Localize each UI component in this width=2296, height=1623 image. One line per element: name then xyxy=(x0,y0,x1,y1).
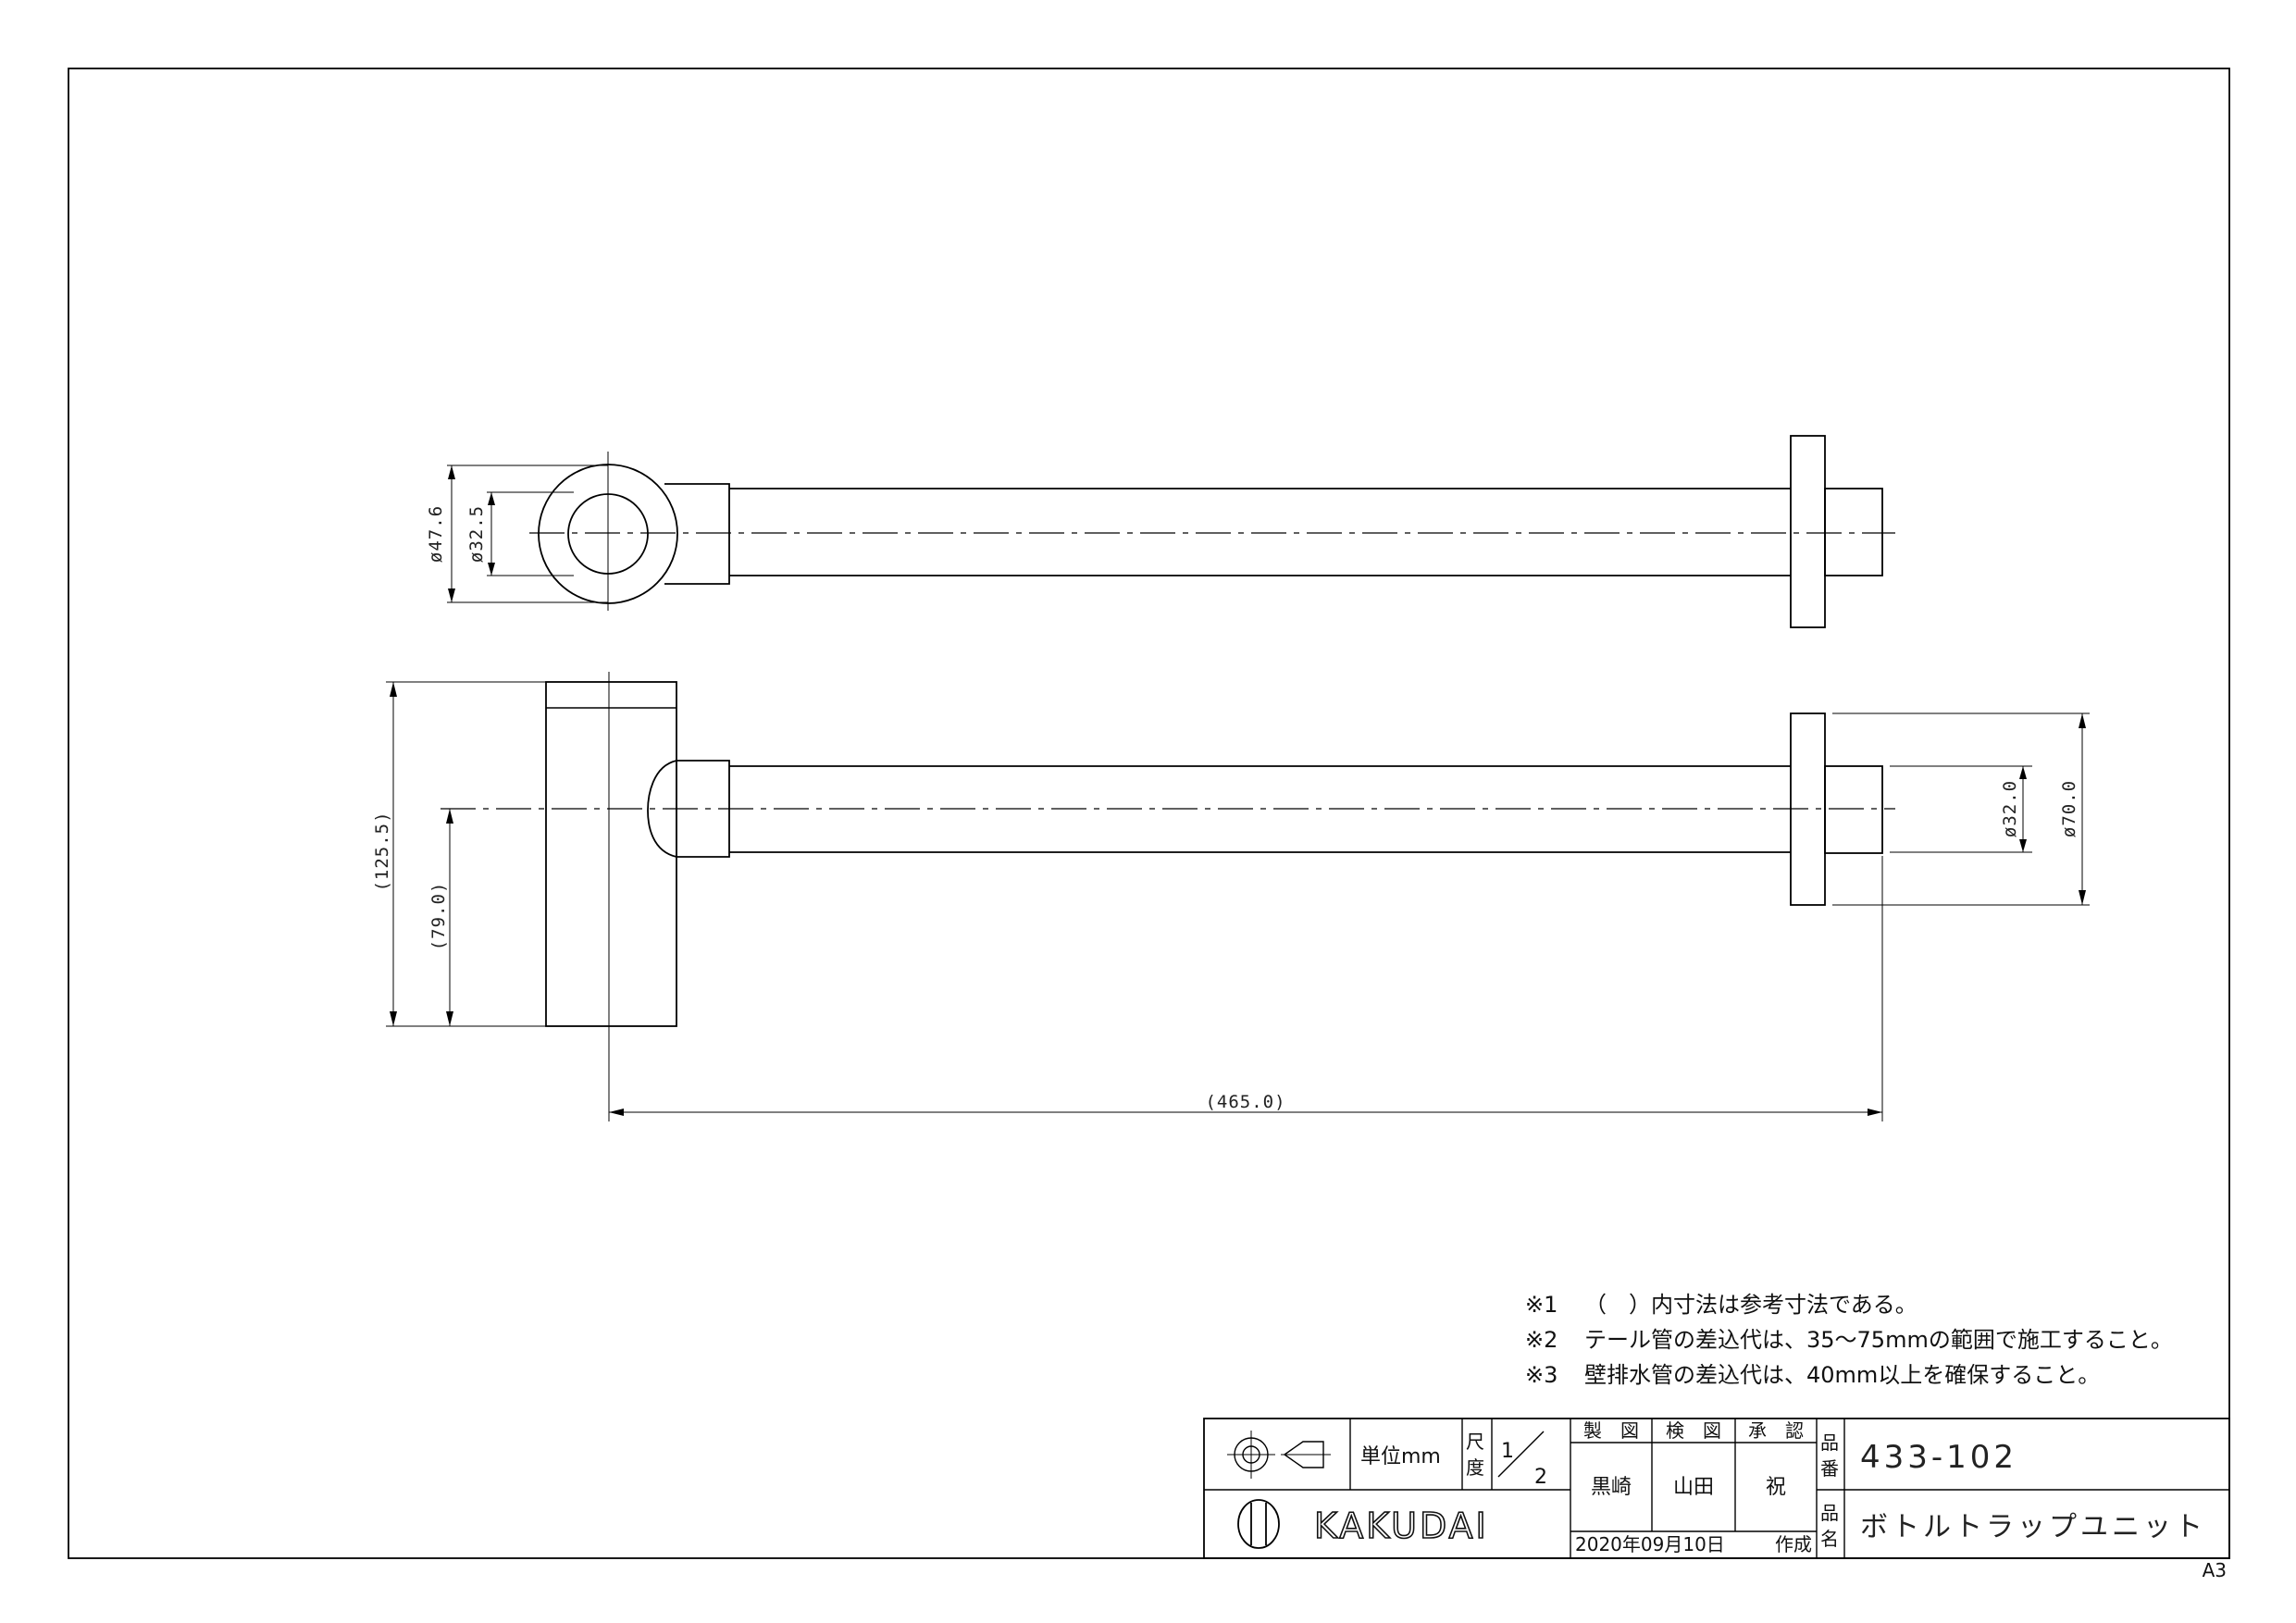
header-drawn: 製 図 xyxy=(1583,1419,1639,1442)
notes: ※1 （ ）内寸法は参考寸法である。 ※2 テール管の差込代は、35～75mmの… xyxy=(1525,1292,2173,1388)
scale-denominator: 2 xyxy=(1534,1466,1547,1489)
part-no-label-top: 品 xyxy=(1820,1431,1839,1454)
unit-label: 単位mm xyxy=(1360,1445,1441,1468)
note-2-text: テール管の差込代は、35～75mmの範囲で施工すること。 xyxy=(1584,1327,2173,1353)
drawn-by: 黒崎 xyxy=(1591,1476,1632,1499)
part-number: 433-102 xyxy=(1860,1439,2017,1476)
dim-flange-inner-dia: ø32.0 xyxy=(2000,780,2020,837)
dim-top-inner-dia: ø32.5 xyxy=(466,505,487,563)
creation-date-suffix: 作成 xyxy=(1775,1533,1812,1555)
bottle-body xyxy=(545,681,677,1027)
note-1-text: （ ）内寸法は参考寸法である。 xyxy=(1584,1292,1917,1318)
projection-symbol-icon xyxy=(1227,1431,1331,1479)
sheet-size: A3 xyxy=(2203,1559,2227,1581)
header-checked: 検 図 xyxy=(1666,1419,1721,1442)
note-3-text: 壁排水管の差込代は、40mm以上を確保すること。 xyxy=(1584,1362,2100,1388)
dim-flange-outer-dia: ø70.0 xyxy=(2059,780,2079,837)
logo-text: KAKUDAI xyxy=(1314,1505,1489,1546)
checked-by: 山田 xyxy=(1673,1476,1714,1499)
note-2-mark: ※2 xyxy=(1525,1327,1558,1353)
part-name-label-bottom: 名 xyxy=(1820,1528,1839,1550)
dim-top-outer-dia: ø47.6 xyxy=(426,505,446,563)
part-no-label-bottom: 番 xyxy=(1820,1457,1839,1480)
sheet-border xyxy=(68,68,2230,1559)
part-name: ボトルトラップユニット xyxy=(1860,1511,2206,1543)
top-view: ø47.6 ø32.5 xyxy=(426,435,1895,628)
dim-length: (465.0) xyxy=(1205,1092,1285,1112)
part-name-label-top: 品 xyxy=(1820,1502,1839,1524)
header-approved: 承 認 xyxy=(1748,1419,1804,1442)
front-view: (125.5) (79.0) (465.0) ø32.0 ø70.0 xyxy=(372,672,2090,1121)
approved-by: 祝 xyxy=(1766,1476,1786,1499)
title-block: 単位mm 尺 度 1 2 製 図 検 図 承 認 黒崎 山田 祝 品 番 品 名… xyxy=(1203,1418,2230,1559)
scale-numerator: 1 xyxy=(1501,1440,1514,1463)
dim-height-center: (79.0) xyxy=(428,882,449,951)
creation-date: 2020年09月10日 xyxy=(1575,1533,1725,1555)
kakudai-logo-icon: KAKUDAI xyxy=(1237,1499,1489,1549)
scale-label-top: 尺 xyxy=(1466,1431,1484,1453)
dim-height-total: (125.5) xyxy=(372,811,392,891)
note-1-mark: ※1 xyxy=(1525,1292,1558,1318)
note-3-mark: ※3 xyxy=(1525,1362,1558,1388)
scale-label-bottom: 度 xyxy=(1466,1456,1484,1479)
